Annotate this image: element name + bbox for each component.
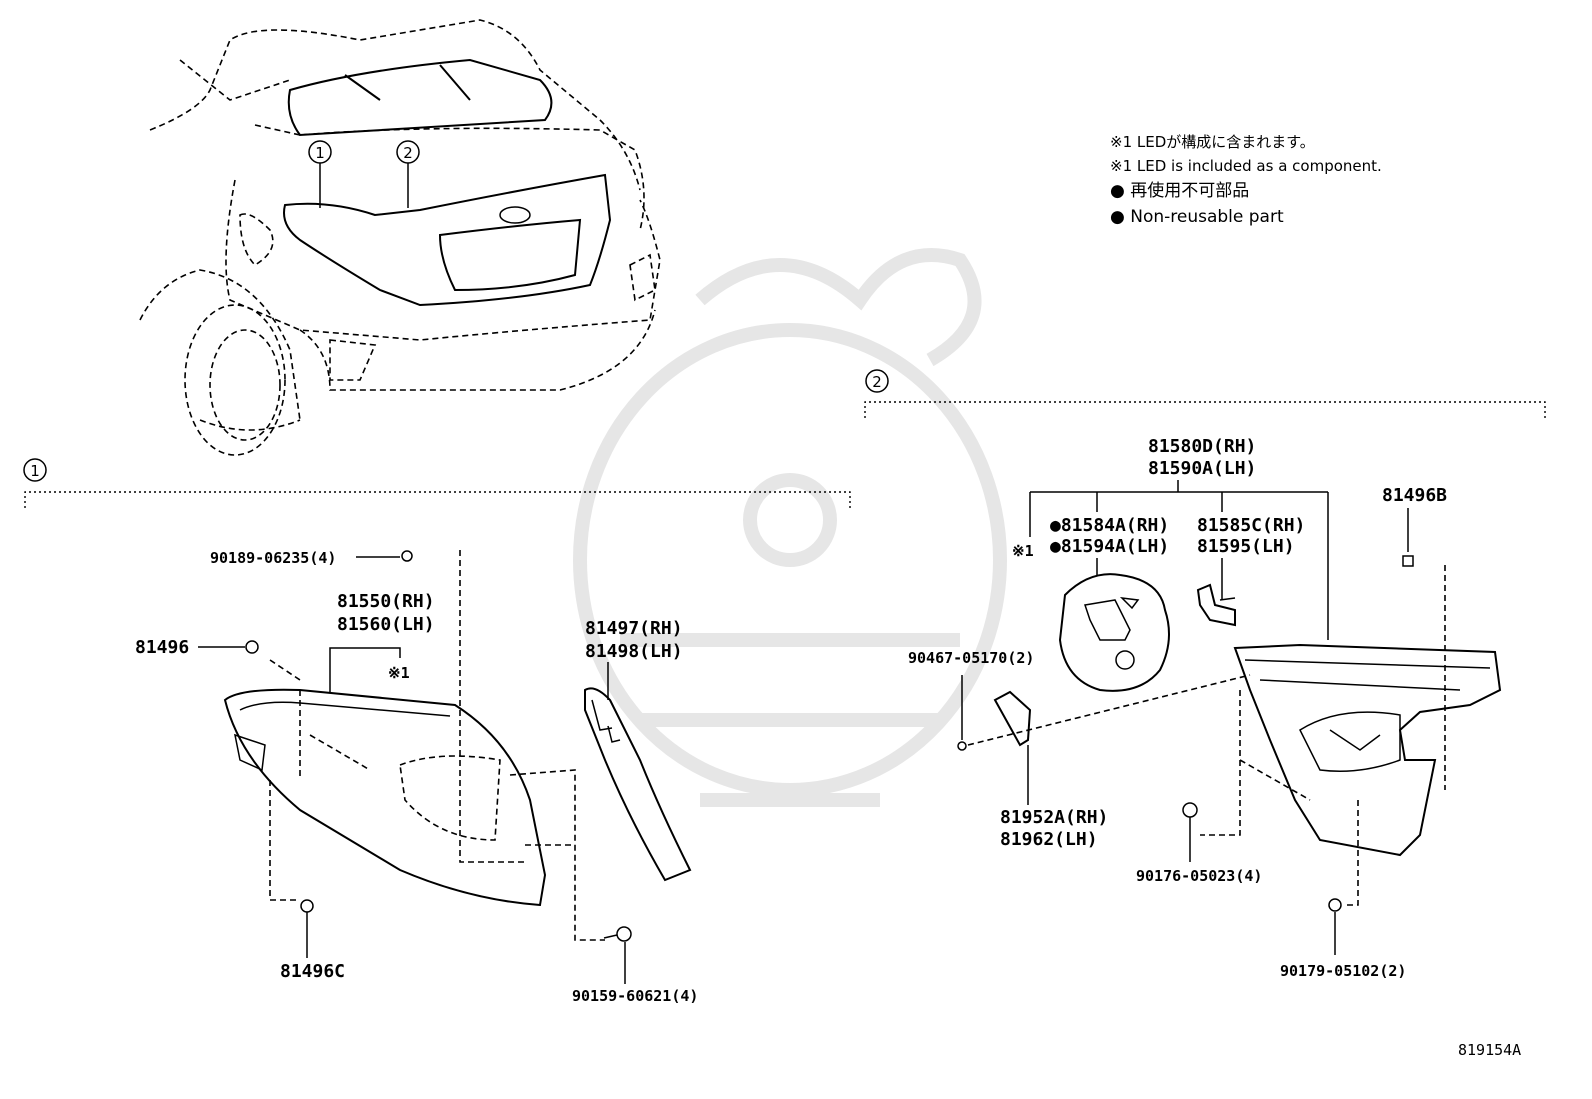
note-led-en: ※1 LED is included as a component. xyxy=(1110,157,1382,175)
gasket-drawing xyxy=(1058,573,1170,692)
svg-text:2: 2 xyxy=(403,144,413,162)
svg-text:81496C: 81496C xyxy=(280,961,345,982)
label-90189-06235: 90189-06235(4) xyxy=(210,549,400,567)
svg-text:81952A(RH): 81952A(RH) xyxy=(1000,807,1108,828)
svg-text:81496: 81496 xyxy=(135,637,189,658)
label-90176-05023: 90176-05023(4) xyxy=(1136,817,1262,885)
legend-notes: ※1 LEDが構成に含まれます。 ※1 LED is included as a… xyxy=(1110,133,1382,227)
label-90179-05102: 90179-05102(2) xyxy=(1280,912,1406,980)
svg-text:90176-05023(4): 90176-05023(4) xyxy=(1136,867,1262,885)
label-81496B: 81496B xyxy=(1382,485,1447,552)
svg-text:1: 1 xyxy=(315,144,325,162)
callout-1-vehicle: 1 xyxy=(308,140,332,208)
svg-text:81550(RH): 81550(RH) xyxy=(337,591,435,612)
note-led-jp: ※1 LEDが構成に含まれます。 xyxy=(1110,133,1315,151)
svg-text:1: 1 xyxy=(30,462,40,480)
watermark-emblem xyxy=(573,248,1007,807)
note-nonreuse-jp: ● 再使用不可部品 xyxy=(1110,180,1249,201)
side-cover-drawing xyxy=(967,674,1251,747)
svg-text:81497(RH): 81497(RH) xyxy=(585,618,683,639)
callout-2-vehicle: 2 xyxy=(396,140,420,208)
tail-lamp-inner-drawing xyxy=(1200,565,1502,906)
svg-text:※1: ※1 xyxy=(1012,542,1034,560)
label-81496: 81496 xyxy=(135,637,245,658)
svg-text:●81584A(RH): ●81584A(RH) xyxy=(1050,515,1169,536)
svg-text:81498(LH): 81498(LH) xyxy=(585,641,683,662)
label-81584A-81594A: ●81584A(RH) ●81594A(LH) ※1 xyxy=(1012,515,1169,575)
svg-text:90189-06235(4): 90189-06235(4) xyxy=(210,549,336,567)
label-81550-81560: 81550(RH) 81560(LH) ※1 xyxy=(329,591,435,693)
group-2-header: 2 xyxy=(864,369,1546,418)
svg-text:90179-05102(2): 90179-05102(2) xyxy=(1280,962,1406,980)
svg-text:81585C(RH): 81585C(RH) xyxy=(1197,515,1305,536)
fasteners-group-1 xyxy=(245,550,632,942)
bracket-drawing xyxy=(1196,583,1236,627)
vehicle-rear-illustration xyxy=(139,19,661,456)
label-81952A-81962: 81952A(RH) 81962(LH) xyxy=(1000,745,1108,850)
label-90467-05170: 90467-05170(2) xyxy=(908,649,1034,740)
svg-text:90159-60621(4): 90159-60621(4) xyxy=(572,987,698,1005)
svg-text:90467-05170(2): 90467-05170(2) xyxy=(908,649,1034,667)
svg-text:81962(LH): 81962(LH) xyxy=(1000,829,1098,850)
label-90159-60621: 90159-60621(4) xyxy=(572,942,698,1005)
group-1-header: 1 xyxy=(23,458,851,508)
svg-text:●81594A(LH): ●81594A(LH) xyxy=(1050,536,1169,557)
lamp-cover-drawing xyxy=(584,687,692,882)
svg-text:2: 2 xyxy=(872,373,882,391)
figure-number: 819154A xyxy=(1458,1041,1521,1059)
svg-text:※1: ※1 xyxy=(388,664,410,682)
svg-text:81560(LH): 81560(LH) xyxy=(337,614,435,635)
svg-text:81496B: 81496B xyxy=(1382,485,1447,506)
label-81497-81498: 81497(RH) 81498(LH) xyxy=(585,618,683,700)
svg-text:81590A(LH): 81590A(LH) xyxy=(1148,458,1256,479)
label-81496C: 81496C xyxy=(280,912,345,982)
note-nonreuse-en: ● Non-reusable part xyxy=(1110,207,1284,227)
label-81585C-81595: 81585C(RH) 81595(LH) xyxy=(1197,515,1305,600)
svg-text:81580D(RH): 81580D(RH) xyxy=(1148,436,1256,457)
svg-text:81595(LH): 81595(LH) xyxy=(1197,536,1295,557)
tail-lamp-outer-drawing xyxy=(223,550,605,941)
label-81580D-81590A: 81580D(RH) 81590A(LH) xyxy=(1029,436,1329,640)
fasteners-group-2 xyxy=(957,555,1414,912)
